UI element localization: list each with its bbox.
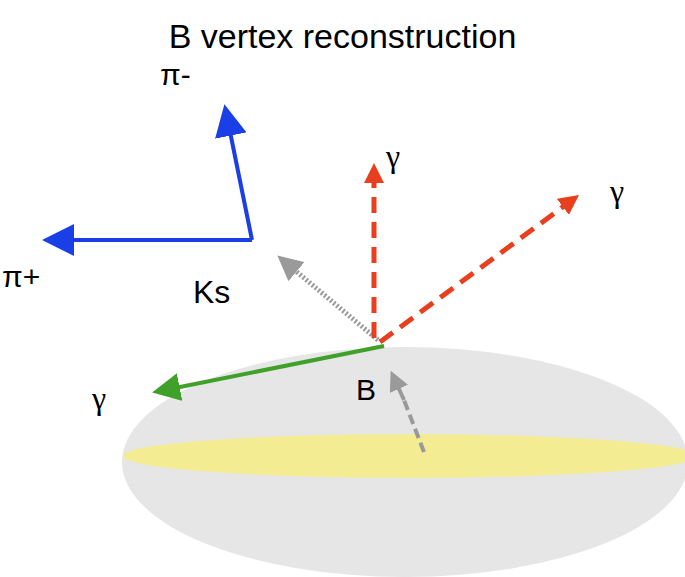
beam-line: [123, 434, 685, 478]
b-arrow: [394, 378, 404, 400]
b-track: [404, 400, 424, 452]
ks-track: [285, 262, 378, 340]
particle-label: γ: [92, 382, 106, 414]
photon-track: [160, 346, 384, 391]
pion-minus-track: [226, 112, 252, 240]
particle-label: B: [356, 375, 376, 405]
particle-label: γ: [610, 175, 624, 207]
photon-track: [380, 198, 575, 342]
pion-plus-track: [50, 238, 252, 242]
particle-label: π-: [160, 60, 191, 90]
photon-track: [372, 168, 377, 338]
particle-label: Ks: [193, 276, 230, 308]
title: B vertex reconstruction: [0, 18, 685, 55]
particle-label: π+: [2, 262, 40, 292]
particle-label: γ: [386, 140, 400, 172]
